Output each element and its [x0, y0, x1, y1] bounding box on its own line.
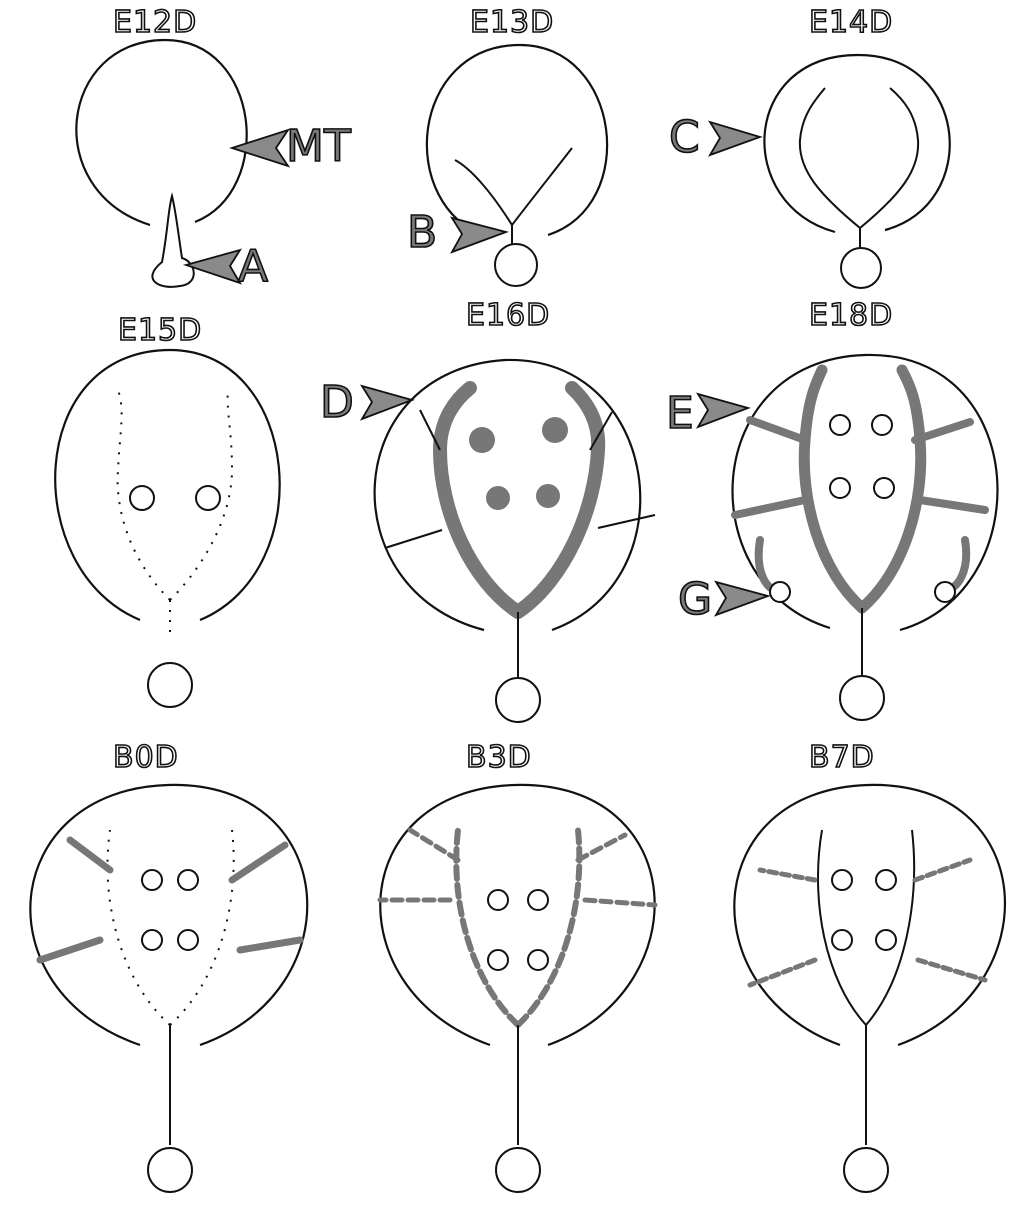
mammary-tissue-outline-e15: [55, 350, 279, 620]
arrow-g: [716, 582, 768, 615]
arrow-a: [186, 250, 240, 283]
rudiment-e15: [148, 663, 192, 707]
gland-bud-e18-4: [874, 478, 894, 498]
stage-title-b7: B7D: [809, 743, 875, 773]
panel-e16: [362, 360, 655, 722]
rudiment-e16: [496, 678, 540, 722]
gland-bud-b3-3: [488, 950, 508, 970]
gland-bud-b0-4: [178, 930, 198, 950]
stage-title-e12: E12D: [113, 8, 197, 38]
mammary-tissue-outline-b7: [734, 785, 1005, 1045]
gland-bud-b0-2: [178, 870, 198, 890]
mammary-tissue-outline-b0: [30, 785, 307, 1045]
mammary-tissue-outline-e14: [764, 55, 949, 232]
duct-b0: [108, 830, 234, 1025]
stage-title-e15: E15D: [118, 316, 202, 346]
gland-bud-e16-1: [469, 427, 495, 453]
gland-bud-b3-4: [528, 950, 548, 970]
gland-bud-e18-6: [935, 582, 955, 602]
duct-e16: [440, 388, 598, 612]
rudiment-b7: [844, 1148, 888, 1192]
panel-e18: [698, 355, 997, 720]
gland-bud-e18-1: [830, 415, 850, 435]
gland-bud-b3-2: [528, 890, 548, 910]
mammary-tissue-outline-e12: [76, 40, 246, 225]
gland-bud-e16-2: [542, 417, 568, 443]
gland-bud-b0-1: [142, 870, 162, 890]
mammary-tissue-outline-b3: [380, 785, 654, 1045]
duct-e15: [118, 390, 232, 640]
stage-title-b0: B0D: [113, 743, 179, 773]
callout-g: G: [678, 578, 712, 622]
side-branch-b3: [380, 830, 655, 905]
gland-bud-e15-right: [196, 486, 220, 510]
callout-mt: MT: [286, 125, 351, 169]
panel-e13: [427, 45, 607, 286]
stage-title-e13: E13D: [470, 8, 554, 38]
panel-b0: [30, 785, 307, 1192]
side-branch-e18: [735, 420, 985, 592]
stage-title-e16: E16D: [466, 301, 550, 331]
rudiment-b3: [496, 1148, 540, 1192]
arrow-mt: [232, 130, 288, 166]
side-branch-b7: [750, 860, 985, 985]
gland-bud-b7-2: [876, 870, 896, 890]
gland-bud-e16-3: [486, 486, 510, 510]
mammary-tissue-outline-e13: [427, 45, 607, 238]
arrow-b: [452, 218, 506, 252]
gland-bud-b7-1: [832, 870, 852, 890]
gland-bud-b7-3: [832, 930, 852, 950]
callout-b: B: [407, 211, 437, 255]
gland-bud-e18-5: [770, 582, 790, 602]
stage-title-b3: B3D: [466, 743, 532, 773]
panel-b3: [380, 785, 655, 1192]
arrow-c: [710, 122, 760, 155]
side-branch-b0: [40, 840, 300, 960]
side-branch-e16: [385, 410, 655, 548]
rudiment-b0: [148, 1148, 192, 1192]
arrow-d: [362, 386, 412, 419]
rudiment-e14: [841, 248, 881, 288]
callout-e: E: [666, 392, 694, 436]
arrow-e: [698, 394, 748, 427]
gland-bud-e16-4: [536, 484, 560, 508]
gland-bud-b7-4: [876, 930, 896, 950]
gland-bud-e15-left: [130, 486, 154, 510]
gland-bud-e18-2: [872, 415, 892, 435]
gland-bud-b0-3: [142, 930, 162, 950]
stage-title-e14: E14D: [809, 8, 893, 38]
callout-a: A: [238, 245, 268, 289]
gland-bud-e18-3: [830, 478, 850, 498]
panel-b7: [734, 785, 1005, 1192]
rudiment-e18: [840, 676, 884, 720]
callout-d: D: [320, 381, 354, 425]
duct-b7: [818, 830, 914, 1025]
rudiment-e13: [495, 244, 537, 286]
stage-title-e18: E18D: [809, 301, 893, 331]
duct-e18: [804, 370, 921, 608]
gland-bud-b3-1: [488, 890, 508, 910]
duct-b3: [456, 830, 579, 1025]
panel-e14: [710, 55, 950, 288]
callout-c: C: [669, 116, 700, 160]
rudiment-e12: [152, 196, 193, 287]
panel-e15: [55, 350, 279, 707]
